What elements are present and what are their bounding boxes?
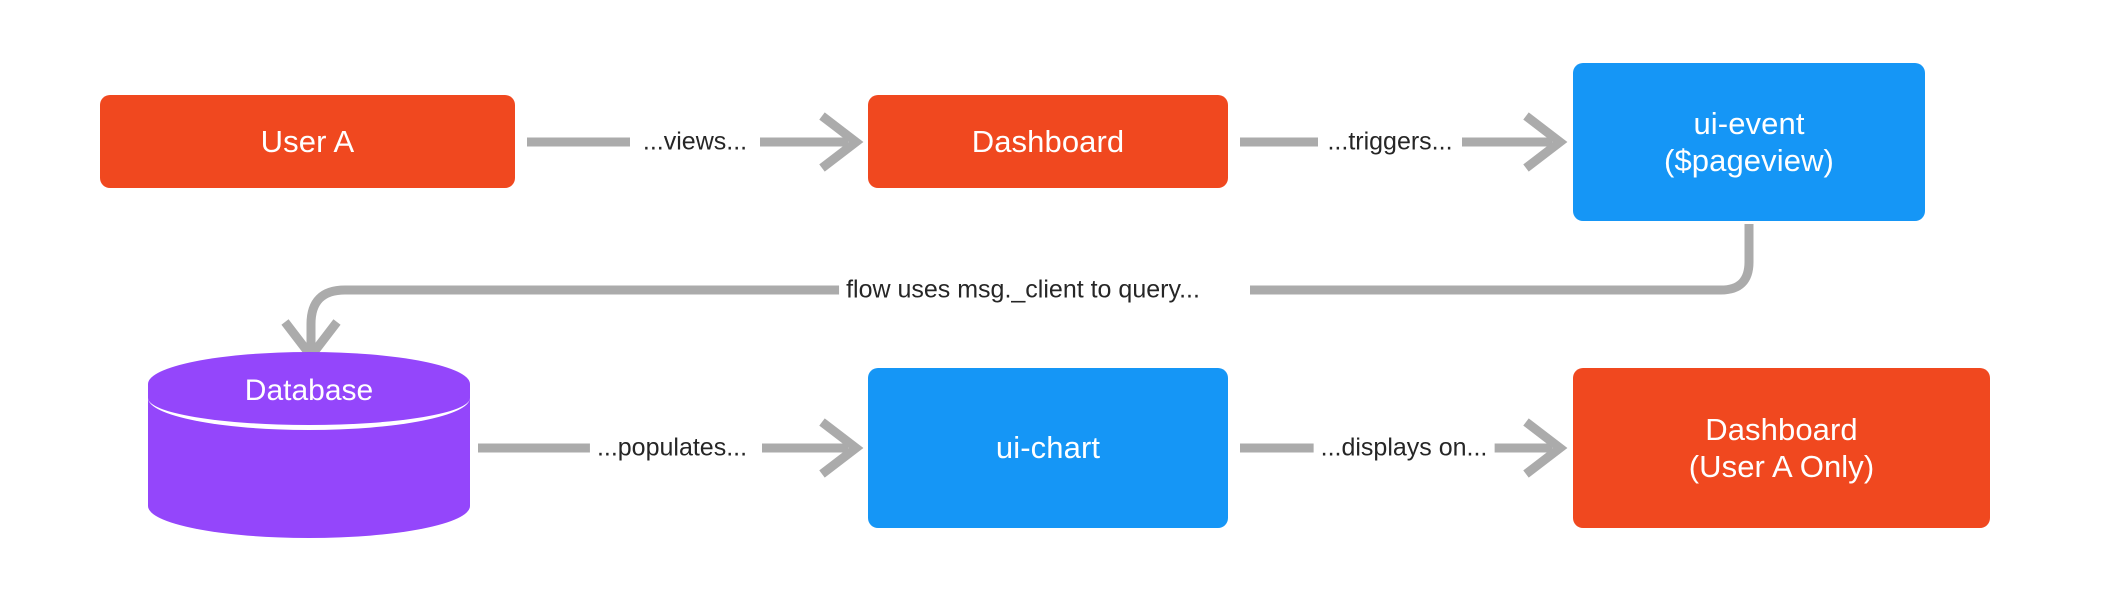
node-user-a-label: User A [260, 123, 355, 159]
edge-query-line-right [1250, 224, 1754, 295]
node-dashboard-top-label: Dashboard [971, 123, 1125, 159]
node-dashboard-top[interactable]: Dashboard [868, 95, 1228, 188]
node-ui-event-label-line2: ($pageview) [1664, 143, 1834, 178]
node-dashboard-bottom[interactable]: Dashboard (User A Only) [1573, 368, 1990, 528]
node-ui-event[interactable]: ui-event ($pageview) [1573, 63, 1925, 221]
node-dashboard-bottom-label-line2: (User A Only) [1688, 449, 1875, 484]
edge-label-triggers: ...triggers... [1320, 127, 1460, 157]
node-ui-event-label-line1: ui-event [1693, 105, 1805, 141]
node-database-label: Database [244, 374, 374, 407]
node-dashboard-bottom-label-line1: Dashboard [1705, 411, 1858, 447]
edge-label-query: flow uses msg._client to query... [839, 275, 1207, 305]
edge-populates-arrowhead [819, 418, 864, 478]
node-ui-chart-label: ui-chart [995, 430, 1101, 466]
edge-query-arrowhead [281, 319, 341, 364]
edge-query-line-left [306, 285, 850, 349]
edge-label-views: ...views... [635, 127, 755, 157]
database-cylinder-top [148, 352, 470, 416]
edge-triggers-arrowhead [1523, 112, 1568, 172]
node-ui-chart[interactable]: ui-chart [868, 368, 1228, 528]
node-database[interactable]: Database [148, 352, 470, 538]
edge-displays-arrowhead [1523, 418, 1568, 478]
node-user-a[interactable]: User A [100, 95, 515, 188]
database-cylinder-seam [148, 366, 470, 430]
edge-label-populates: ...populates... [589, 433, 755, 463]
edge-views-arrowhead [819, 112, 864, 172]
edge-label-displays: ...displays on... [1313, 433, 1495, 463]
